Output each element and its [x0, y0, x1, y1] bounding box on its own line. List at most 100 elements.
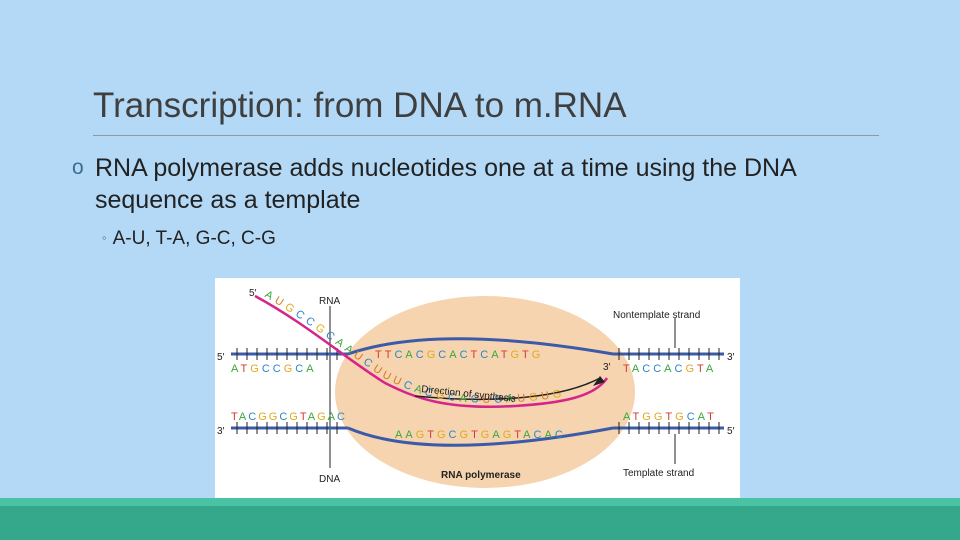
nucleotide: A [449, 349, 457, 361]
footer-bar [0, 506, 960, 540]
nucleotide: A [306, 363, 314, 375]
nucleotide: G [654, 411, 663, 423]
nucleotide: A [491, 349, 499, 361]
template-backbone-bubble [347, 426, 614, 447]
rna-polymerase-bubble [335, 296, 635, 488]
nucleotide: T [707, 411, 714, 423]
nucleotide: A [328, 411, 336, 423]
label-top-right-prime: 3′ [727, 352, 735, 363]
nucleotide: G [675, 411, 684, 423]
label-top-left-prime: 5′ [217, 352, 225, 363]
nucleotide: T [522, 349, 529, 361]
nucleotide: T [471, 349, 478, 361]
nucleotide: C [402, 379, 418, 395]
label-rna-three-prime: 3′ [603, 362, 611, 373]
nucleotide: A [664, 363, 672, 375]
nucleotide: A [632, 363, 640, 375]
nucleotide: G [289, 411, 298, 423]
nucleotide: T [300, 411, 307, 423]
nucleotide: C [642, 363, 650, 375]
nucleotide: C [653, 363, 661, 375]
nucleotide: U [391, 374, 407, 390]
bullet-level-1: o RNA polymerase adds nucleotides one at… [72, 152, 872, 216]
nucleotide: G [435, 389, 450, 403]
rna-strand [254, 294, 609, 408]
nucleotide: A [239, 411, 247, 423]
nucleotide: G [284, 363, 293, 375]
title-divider [93, 135, 879, 136]
direction-arrow [414, 377, 601, 401]
label-nontemplate-strand: Nontemplate strand [613, 310, 700, 321]
nucleotide: A [395, 429, 403, 441]
nucleotide: G [532, 349, 541, 361]
nucleotide: U [540, 389, 553, 402]
nucleotide: C [449, 429, 457, 441]
nucleotide: T [385, 349, 392, 361]
nucleotide: C [295, 363, 303, 375]
nucleotide: C [687, 411, 695, 423]
label-dna: DNA [319, 474, 340, 485]
nucleotide: C [337, 411, 345, 423]
nucleotide: C [675, 363, 683, 375]
nucleotide: T [665, 411, 672, 423]
nucleotide: C [460, 349, 468, 361]
nucleotide: T [514, 429, 521, 441]
label-rna-five-prime: 5′ [249, 288, 257, 299]
nucleotide: C [262, 363, 270, 375]
nucleotide: C [438, 349, 446, 361]
nontemplate-backbone-bubble [347, 337, 614, 356]
nucleotide: G [437, 429, 446, 441]
nucleotide: G [317, 411, 326, 423]
bullet-level-2: ◦ A-U, T-A, G-C, C-G [102, 228, 276, 250]
nucleotide: U [517, 392, 530, 405]
label-rna: RNA [319, 296, 340, 307]
nucleotide: G [269, 411, 278, 423]
nucleotide: A [623, 411, 631, 423]
nucleotide: A [459, 392, 471, 405]
nucleotide: C [394, 349, 402, 361]
nucleotide: T [471, 429, 478, 441]
nucleotide: A [413, 383, 428, 398]
nucleotide: G [528, 391, 542, 404]
nucleotide: G [416, 429, 425, 441]
nucleotide: G [250, 363, 259, 375]
nucleotide: G [460, 429, 469, 441]
sub-bullet-marker: ◦ [102, 230, 107, 245]
nucleotide: T [231, 411, 238, 423]
bullet-marker: o [72, 156, 84, 179]
slide-title: Transcription: from DNA to m.RNA [93, 86, 627, 125]
nucleotide: C [480, 349, 488, 361]
nucleotide: T [427, 429, 434, 441]
bullet-text: RNA polymerase adds nucleotides one at a… [95, 154, 796, 214]
nucleotide: G [503, 429, 512, 441]
nucleotide: T [623, 363, 630, 375]
nucleotide: G [510, 349, 519, 361]
nucleotide: C [555, 429, 563, 441]
nucleotide: C [534, 429, 542, 441]
nucleotide: T [633, 411, 640, 423]
nucleotide: G [642, 411, 651, 423]
nucleotide: G [685, 363, 694, 375]
nucleotide: T [375, 349, 382, 361]
nucleotide: A [523, 429, 531, 441]
seq-rna: AUGCCGCAAUCUUUCACGCACUCAUGUG [263, 289, 567, 406]
sub-bullet-text: A-U, T-A, G-C, C-G [112, 228, 276, 249]
base-pair-ticks [236, 348, 720, 434]
nucleotide: C [494, 393, 506, 405]
nucleotide: C [273, 363, 281, 375]
nucleotide: A [544, 429, 552, 441]
nucleotide: A [231, 363, 239, 375]
nucleotide: C [279, 411, 287, 423]
nucleotide: C [416, 349, 424, 361]
nucleotide: A [263, 289, 279, 305]
label-bottom-right-prime: 5′ [727, 426, 735, 437]
label-template-strand: Template strand [623, 468, 694, 479]
